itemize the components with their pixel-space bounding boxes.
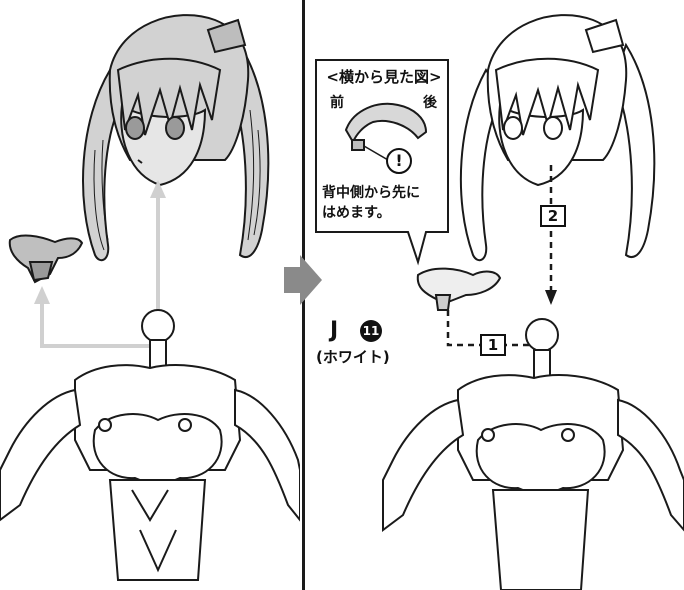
head-lineart xyxy=(459,14,656,262)
neck-joint-right xyxy=(525,318,559,352)
part-j-shaded xyxy=(8,234,84,284)
right-panel-after: <横から見た図> 前 後 ! 背中側から先に はめます。 J 11 (ホワイト)… xyxy=(308,0,684,590)
callout-title: <横から見た図> xyxy=(326,68,442,86)
body-torso xyxy=(0,364,300,581)
part-color-note: (ホワイト) xyxy=(316,348,390,366)
direction-arrow xyxy=(284,255,322,305)
head-shaded xyxy=(82,14,270,262)
assembly-arrows-gray xyxy=(34,180,166,348)
step-1-box: 1 xyxy=(480,334,506,356)
instruction-line-2: はめます。 xyxy=(322,205,391,221)
runner-number-badge: 11 xyxy=(360,320,382,342)
left-illustration xyxy=(0,14,300,581)
back-label: 後 xyxy=(423,95,437,111)
caution-icon: ! xyxy=(386,148,412,174)
side-view-part xyxy=(344,102,428,161)
body-torso-right xyxy=(382,374,684,590)
instruction-line-1: 背中側から先に xyxy=(322,185,420,201)
part-letter: J xyxy=(330,318,339,343)
step-2-box: 2 xyxy=(540,205,566,227)
neck-joint xyxy=(141,309,175,343)
hair-strands xyxy=(93,109,261,251)
part-j-lineart xyxy=(416,267,502,311)
callout-bubble xyxy=(315,59,449,266)
front-label: 前 xyxy=(330,95,344,111)
left-panel-before xyxy=(0,0,300,590)
right-illustration xyxy=(315,14,684,590)
